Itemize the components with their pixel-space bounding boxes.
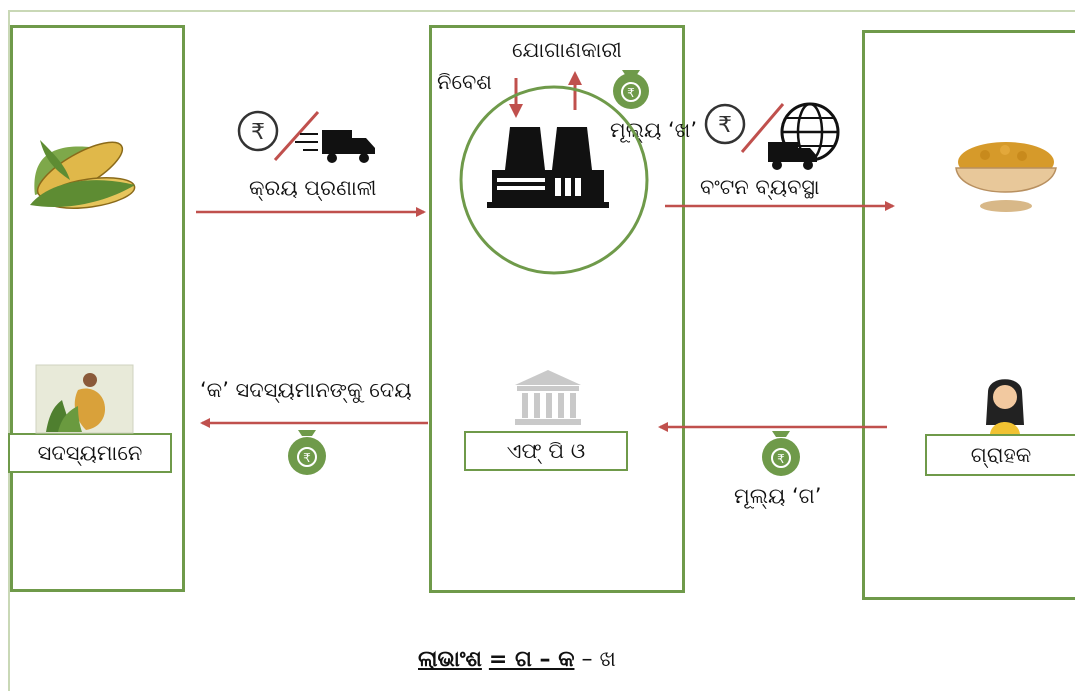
member-payment-label: ‘କ’ ସଦସ୍ୟମାନଙ୍କୁ ଦେୟ	[200, 378, 412, 402]
slash-left	[273, 110, 320, 162]
money-bag-icon-right: ₹	[762, 431, 800, 476]
farmers-panel	[10, 25, 185, 592]
farmers-label: ସଦସ୍ୟମାନେ	[37, 440, 143, 465]
consumer-label: ଗ୍ରାହକ	[970, 442, 1032, 467]
fpo-label-box: ଏଫ୍ ପି ଓ	[464, 431, 628, 471]
svg-text:₹: ₹	[777, 452, 785, 466]
rupee-icon-left: ₹	[237, 110, 279, 152]
bank-icon	[515, 370, 581, 425]
price-b-label: ମୂଲ୍ୟ ‘ଖ’	[610, 118, 698, 142]
frame-left-line	[8, 10, 10, 691]
fpo-circle	[459, 85, 649, 275]
money-bag-icon-left: ₹	[288, 430, 326, 475]
supplier-label: ଯୋଗାଣକାରୀ	[512, 38, 622, 62]
formula-rhs: = ଗ – କ	[488, 647, 575, 672]
svg-text:₹: ₹	[718, 113, 732, 138]
price-c-label: ମୂଲ୍ୟ ‘ଗ’	[734, 484, 822, 508]
woman-consumer-icon	[986, 379, 1024, 434]
formula-tail: – ଖ	[574, 647, 616, 672]
fpo-panel	[429, 25, 685, 593]
investment-label: ନିବେଶ	[437, 70, 492, 94]
profit-formula: ଲାଭାଂଶ = ଗ – କ – ଖ	[418, 647, 616, 672]
grain-bowl-icon	[955, 142, 1057, 212]
fpo-label: ଏଫ୍ ପି ଓ	[506, 438, 586, 463]
consumer-label-box: ଗ୍ରାହକ	[925, 434, 1075, 476]
slash-right	[740, 103, 785, 153]
factory-icon	[487, 127, 609, 208]
procurement-label: କ୍ରୟ ପ୍ରଣାଳୀ	[249, 176, 377, 200]
farmer-photo	[35, 364, 134, 434]
consumer-panel	[862, 30, 1075, 600]
farmers-label-box: ସଦସ୍ୟମାନେ	[8, 433, 172, 473]
truck-icon-right	[768, 142, 817, 170]
truck-icon-left	[295, 130, 375, 163]
corn-icon	[30, 140, 136, 209]
rupee-icon-right: ₹	[704, 103, 746, 145]
distribution-label: ବଂଟନ ବ୍ୟବସ୍ଥା	[700, 175, 820, 199]
svg-text:₹: ₹	[627, 86, 635, 100]
svg-text:₹: ₹	[303, 451, 311, 465]
formula-lhs: ଲାଭାଂଶ	[418, 647, 482, 672]
frame-top-line	[8, 10, 1075, 12]
money-bag-icon-top: ₹	[613, 70, 649, 109]
svg-text:₹: ₹	[251, 120, 265, 145]
